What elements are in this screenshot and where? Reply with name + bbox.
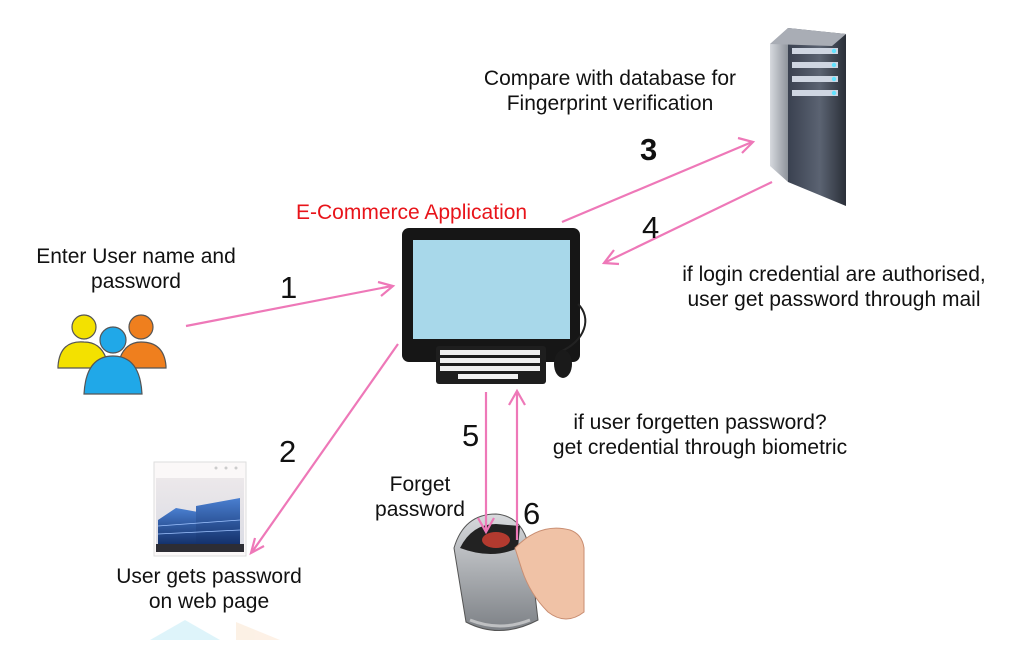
faint-decoration xyxy=(150,620,280,640)
step-6-number: 6 xyxy=(523,496,541,531)
computer-icon xyxy=(402,228,587,384)
step-4-number: 4 xyxy=(642,210,660,245)
users-icon xyxy=(57,314,167,395)
web-page-icon xyxy=(153,461,247,557)
flow-arrows xyxy=(185,136,773,556)
mouse xyxy=(554,350,572,378)
forget-password-label: Forget password xyxy=(375,473,465,521)
arrow-1 xyxy=(185,280,396,328)
arrow-5 xyxy=(477,392,495,535)
arrow-2 xyxy=(249,343,399,556)
enter-credentials-label: Enter User name and password xyxy=(36,245,236,293)
monitor-screen xyxy=(413,240,570,339)
arrow-3 xyxy=(561,136,756,224)
forgotten-label: if user forgetten password? get credenti… xyxy=(552,411,848,459)
app-title: E-Commerce Application xyxy=(296,201,528,224)
fingerprint-scanner-icon xyxy=(453,513,585,631)
compare-label: Compare with database for Fingerprint ve… xyxy=(483,67,737,115)
step-5-number: 5 xyxy=(462,418,480,453)
authorised-label: if login credential are authorised, user… xyxy=(682,263,986,311)
user-gets-password-label: User gets password on web page xyxy=(116,565,302,613)
step-3-number: 3 xyxy=(640,132,658,167)
finger xyxy=(514,527,585,620)
arrow-6 xyxy=(508,388,526,540)
step-2-number: 2 xyxy=(279,434,297,469)
server-icon xyxy=(770,28,846,206)
keyboard xyxy=(436,346,546,384)
step-1-number: 1 xyxy=(280,270,298,305)
arrow-4 xyxy=(601,181,773,266)
